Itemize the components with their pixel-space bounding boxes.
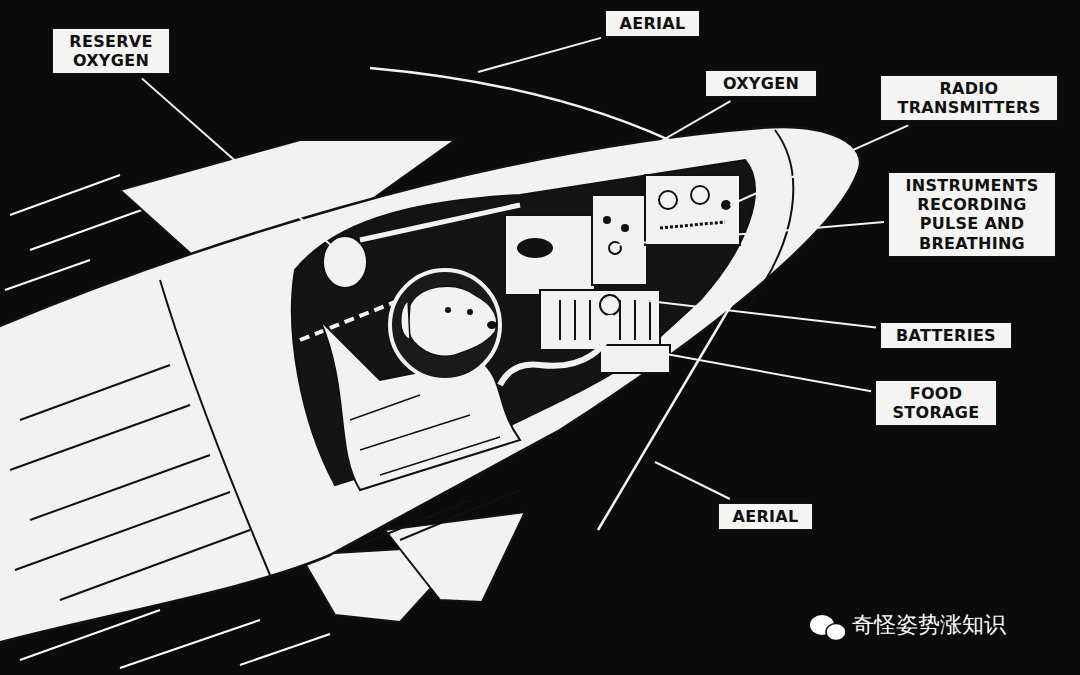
dog-eye bbox=[467, 309, 473, 315]
motion-line bbox=[400, 490, 520, 540]
leader-line bbox=[730, 125, 908, 205]
part-label: RESERVE OXYGEN bbox=[52, 28, 170, 74]
leader-line bbox=[615, 222, 884, 245]
dog-nose bbox=[487, 321, 497, 329]
dial bbox=[691, 186, 709, 204]
batteries bbox=[540, 290, 660, 350]
fold-line bbox=[360, 415, 470, 450]
leader-line bbox=[590, 101, 730, 182]
speed-line bbox=[30, 207, 150, 250]
motion-line bbox=[30, 455, 210, 520]
food-storage bbox=[600, 345, 670, 373]
leader-line bbox=[640, 300, 876, 327]
speaker-grill bbox=[517, 238, 553, 258]
dog-head bbox=[408, 286, 497, 356]
motion-line bbox=[360, 500, 470, 545]
dog-eye bbox=[445, 307, 451, 313]
leader-line bbox=[655, 462, 730, 499]
part-label: BATTERIES bbox=[880, 322, 1012, 349]
speed-line bbox=[240, 634, 330, 665]
motion-line bbox=[10, 405, 190, 470]
dial bbox=[603, 216, 611, 224]
wechat-icon bbox=[810, 615, 846, 641]
hose-port bbox=[600, 295, 620, 315]
motion-line bbox=[20, 365, 170, 420]
nose-seam bbox=[745, 130, 793, 310]
dog-ear bbox=[401, 300, 410, 340]
cell-line bbox=[589, 300, 591, 340]
speed-line bbox=[120, 620, 260, 668]
body-shading bbox=[10, 130, 793, 600]
motion-line bbox=[15, 492, 230, 570]
cabin-rail bbox=[300, 300, 400, 340]
oxygen-pipe bbox=[360, 205, 520, 240]
aerial bbox=[370, 68, 690, 150]
cell-line bbox=[559, 300, 561, 340]
dial bbox=[621, 224, 629, 232]
watermark: 奇怪姿势涨知识 bbox=[852, 612, 1006, 638]
body-seam bbox=[160, 280, 270, 575]
chat-bubble bbox=[826, 624, 846, 641]
dog-helmet bbox=[390, 270, 500, 380]
motion-line bbox=[60, 530, 250, 600]
part-label: INSTRUMENTS RECORDING PULSE AND BREATHIN… bbox=[888, 172, 1056, 257]
speed-line bbox=[5, 260, 90, 290]
speed-line bbox=[10, 175, 120, 215]
blanket-folds bbox=[350, 395, 500, 475]
cell-line bbox=[574, 300, 576, 340]
fold-line bbox=[380, 437, 500, 475]
scale bbox=[660, 222, 725, 228]
part-label: RADIO TRANSMITTERS bbox=[880, 75, 1058, 121]
knob bbox=[721, 200, 731, 210]
leader-line bbox=[655, 352, 871, 391]
cell-line bbox=[649, 300, 651, 340]
aerial bbox=[598, 290, 740, 530]
part-label: AERIAL bbox=[605, 10, 700, 37]
part-label: FOOD STORAGE bbox=[875, 380, 997, 426]
part-label: AERIAL bbox=[718, 503, 813, 530]
fold-line bbox=[350, 395, 420, 420]
dial bbox=[659, 191, 677, 209]
cell-line bbox=[634, 300, 636, 340]
leader-line bbox=[142, 78, 350, 262]
part-label: OXYGEN bbox=[705, 70, 817, 97]
instrument-panel bbox=[592, 195, 647, 285]
leader-line bbox=[478, 38, 601, 72]
hose bbox=[500, 315, 610, 385]
instrument-panel bbox=[505, 215, 595, 295]
